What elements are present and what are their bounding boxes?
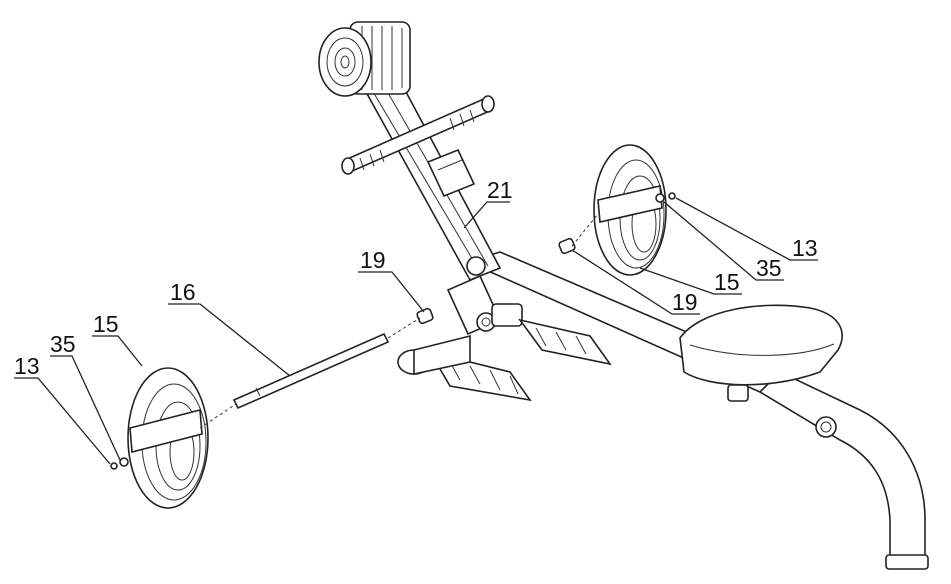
axle-rod xyxy=(232,332,390,410)
leader-lines xyxy=(14,197,818,465)
callout-21: 21 xyxy=(487,177,513,203)
callout-13-right: 13 xyxy=(792,235,818,261)
resistance-unit xyxy=(318,21,411,97)
footrest-left xyxy=(397,334,532,402)
arm-bracket xyxy=(426,148,476,198)
callout-35-left: 35 xyxy=(50,331,76,357)
callout-19-right: 19 xyxy=(672,289,698,315)
callout-19-left: 19 xyxy=(360,247,386,273)
callout-16: 16 xyxy=(170,279,196,305)
callout-15-left: 15 xyxy=(93,311,119,337)
pivot-hub xyxy=(446,256,523,336)
callout-13-left: 13 xyxy=(14,353,40,379)
callout-15-right: 15 xyxy=(714,269,740,295)
callout-35-right: 35 xyxy=(756,255,782,281)
callout-labels: 21 19 16 15 35 13 13 35 15 19 xyxy=(14,177,818,379)
left-pedal-wheel xyxy=(127,367,209,509)
footrest-right xyxy=(518,318,612,366)
handlebar xyxy=(341,95,495,175)
right-pedal-wheel xyxy=(593,144,667,276)
seat-rail xyxy=(465,251,929,570)
seat xyxy=(679,304,843,402)
assembly-lines xyxy=(199,213,599,429)
